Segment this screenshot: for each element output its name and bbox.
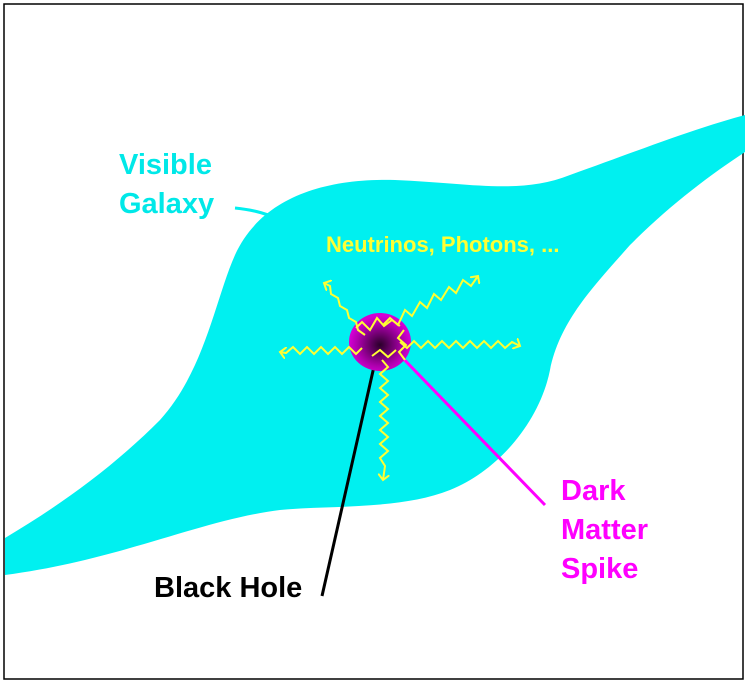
dm-spike-label-line2: Matter [561, 514, 648, 546]
emission-arrow-up-right [382, 276, 478, 327]
emission-inner-squiggle-bottom [371, 348, 397, 359]
dm-spike-label-line3: Spike [561, 553, 638, 585]
emission-arrow-down [380, 359, 388, 480]
emission-arrow-right [399, 341, 520, 348]
dark-matter-spike-sphere [349, 313, 411, 371]
galaxy-pointer-line [234, 206, 286, 224]
emission-arrow-left [280, 345, 363, 354]
dm-spike-pointer-line [390, 345, 547, 507]
black-hole-pointer-line [320, 339, 382, 597]
emission-inner-squiggle-right [396, 329, 408, 361]
emission-arrows [280, 276, 520, 480]
emissions-label: Neutrinos, Photons, ... [326, 232, 559, 257]
visible-galaxy-label-line2: Galaxy [119, 188, 214, 220]
dm-spike-label-line1: Dark [561, 475, 626, 507]
black-hole-label: Black Hole [154, 572, 302, 604]
visible-galaxy-label-line1: Visible [119, 149, 212, 181]
emission-inner-squiggle-top [355, 316, 401, 332]
